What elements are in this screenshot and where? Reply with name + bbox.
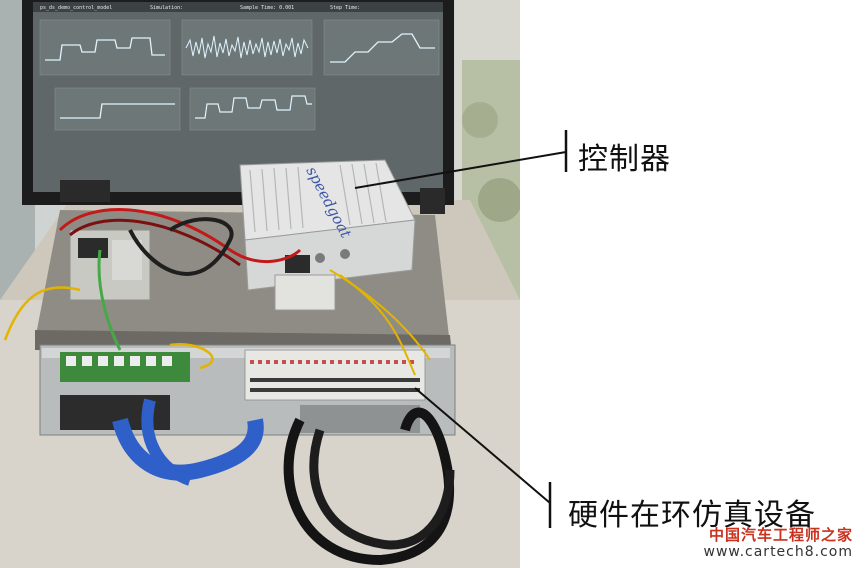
scope-trace	[185, 35, 309, 59]
svg-text:Step Time:: Step Time:	[330, 5, 360, 11]
black-cable	[283, 407, 455, 566]
svg-text:ps_ds_demo_control_model: ps_ds_demo_control_model	[40, 5, 112, 11]
watermark-url: www.cartech8.com	[703, 543, 853, 560]
scope-trace	[330, 33, 435, 63]
scope-trace	[45, 37, 165, 61]
controller-callout-line	[354, 151, 567, 189]
scope-panels	[39, 19, 440, 131]
watermark: 中国汽车工程师之家 www.cartech8.com	[703, 525, 853, 560]
controller-label: 控制器	[578, 142, 671, 177]
photo: ps_ds_demo_control_model Simulation: Sam…	[0, 0, 520, 568]
hil-rack	[39, 344, 456, 436]
cables	[3, 208, 455, 566]
svg-text:Simulation:: Simulation:	[150, 5, 183, 11]
svg-text:Sample Time: 0.001: Sample Time: 0.001	[240, 5, 294, 11]
scope-trace	[60, 103, 175, 119]
watermark-site-name: 中国汽车工程师之家	[708, 525, 853, 544]
controller-box: speedgoat	[239, 159, 416, 311]
ribbon-cable	[112, 417, 264, 481]
scope-trace	[195, 95, 312, 119]
hil-callout-line	[414, 387, 551, 504]
hil-device-label: 硬件在环仿真设备	[568, 498, 816, 533]
